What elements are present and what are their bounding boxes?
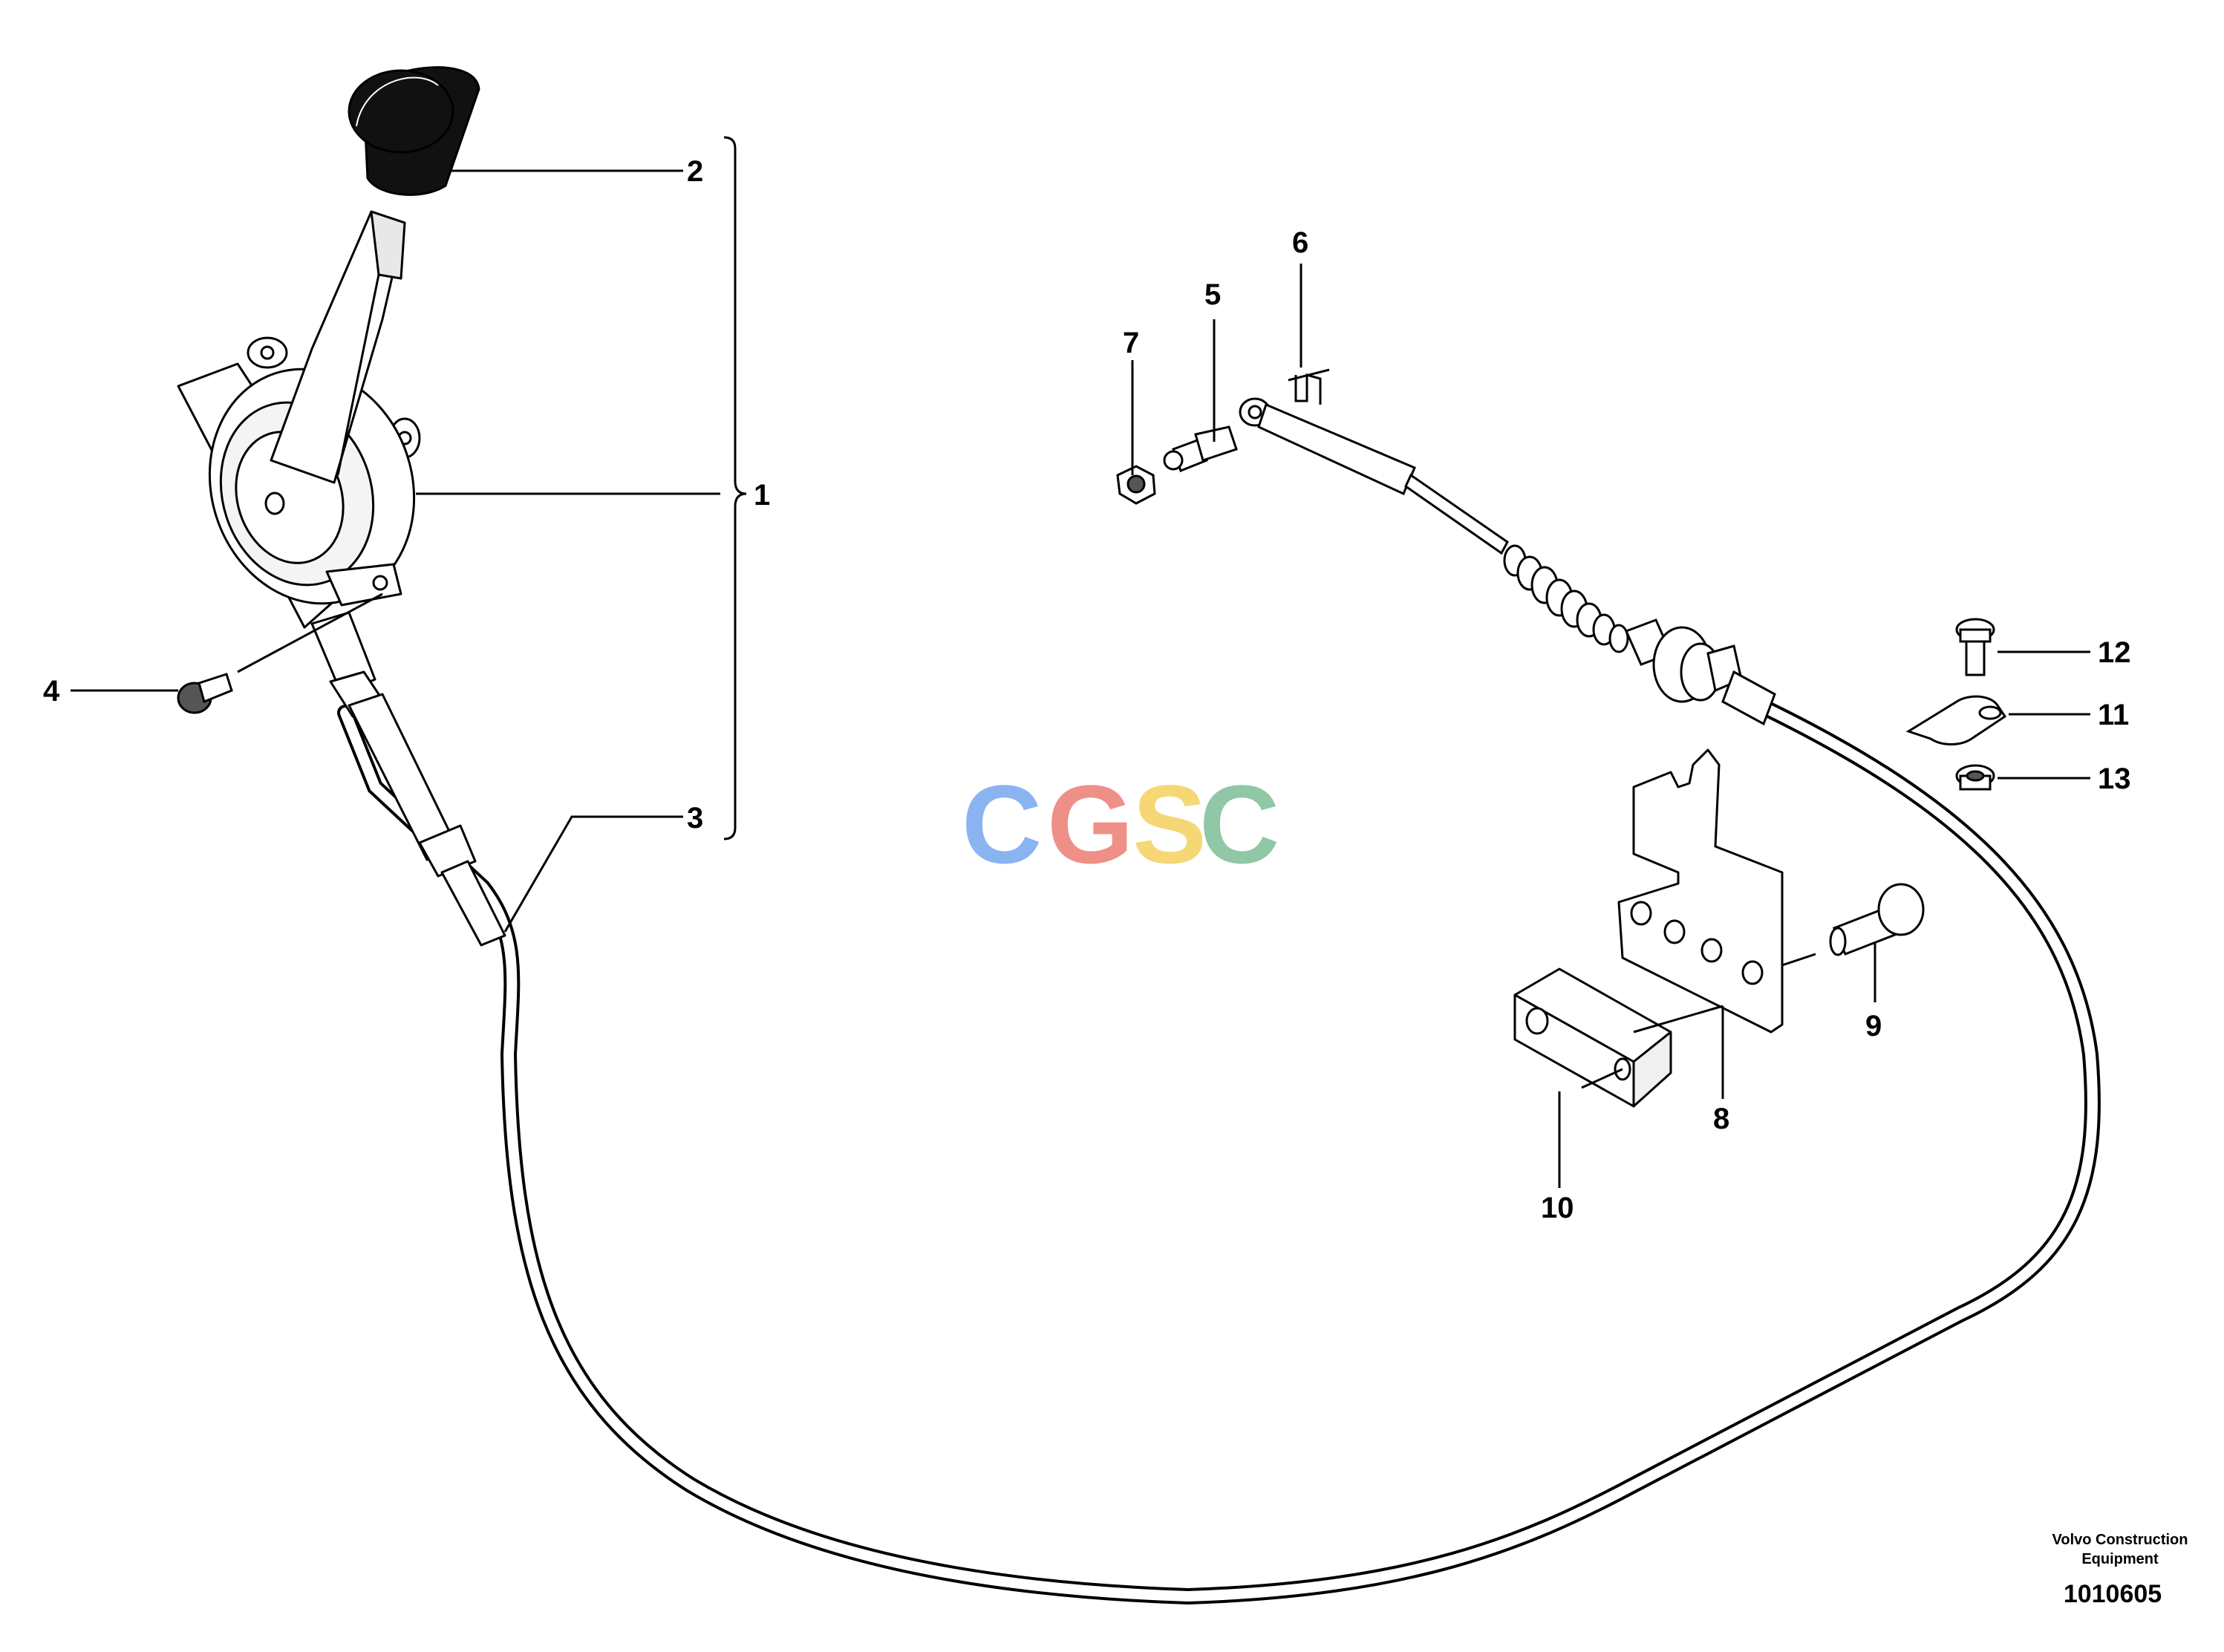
nut-7	[1116, 465, 1156, 505]
footer-credit: Volvo Construction Equipment 1010605	[2052, 1532, 2188, 1608]
cable-end-fitting	[1239, 397, 1776, 726]
lever-knob	[348, 66, 480, 196]
watermark-logo: C G S C	[962, 762, 1279, 887]
callout-labels: 1 2 3 4 5 6 7 8 9 10 11 12 13	[43, 155, 2131, 1224]
callout-8: 8	[1713, 1103, 1729, 1135]
ball-stud-5	[1163, 425, 1238, 472]
leader-lines	[71, 136, 2090, 1188]
watermark-letter: C	[962, 762, 1042, 887]
callout-3: 3	[687, 802, 703, 835]
screw-4	[177, 673, 233, 714]
document-number: 1010605	[2064, 1580, 2162, 1608]
watermark-letter: C	[1199, 762, 1279, 887]
callout-11: 11	[2098, 699, 2129, 731]
callout-10: 10	[1541, 1192, 1574, 1224]
callout-1: 1	[754, 479, 770, 512]
bellows	[1503, 544, 1629, 653]
watermark-letter: S	[1132, 762, 1207, 887]
bracket-8	[1617, 748, 1784, 1034]
watermark-letter: G	[1047, 762, 1134, 887]
callout-4: 4	[43, 675, 60, 708]
callout-12: 12	[2098, 636, 2131, 669]
bolt-9	[1829, 883, 1925, 956]
clamp-11	[1905, 695, 2007, 745]
lever-assembly	[177, 210, 506, 947]
company-line-2: Equipment	[2081, 1551, 2159, 1567]
clip-6	[1288, 368, 1330, 405]
callout-2: 2	[687, 155, 703, 188]
callout-7: 7	[1123, 327, 1139, 359]
nut-13	[1955, 764, 1995, 791]
control-cable	[337, 697, 2101, 1605]
company-line-1: Volvo Construction	[2052, 1532, 2188, 1548]
callout-5: 5	[1204, 278, 1221, 311]
callout-6: 6	[1292, 226, 1308, 259]
callout-13: 13	[2098, 763, 2131, 795]
callout-9: 9	[1865, 1010, 1882, 1042]
bolt-12	[1955, 618, 1995, 676]
spacer-block-10	[1513, 967, 1672, 1108]
